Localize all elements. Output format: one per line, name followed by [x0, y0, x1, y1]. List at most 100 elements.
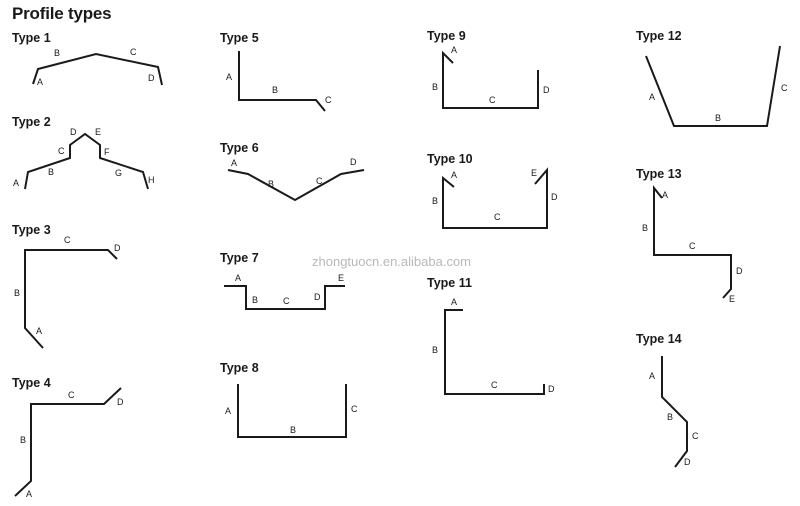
segment-label: B [14, 288, 20, 298]
segment-label: A [225, 406, 231, 416]
segment-label: E [338, 273, 344, 283]
segment-label: A [26, 489, 32, 499]
profile-type-1: Type 1 A B C D [12, 31, 163, 87]
profile-type-2: Type 2 A B C D E F G H [12, 115, 155, 190]
page-title: Profile types [12, 4, 112, 23]
profile-shape [14, 387, 122, 497]
profile-shape [237, 384, 347, 438]
segment-label: A [451, 170, 457, 180]
segment-label: A [231, 158, 237, 168]
profile-title: Type 14 [636, 332, 682, 346]
segment-label: C [351, 404, 358, 414]
segment-label: B [252, 295, 258, 305]
profile-shape [645, 45, 781, 127]
profile-type-7: Type 7 A B C D E [220, 251, 345, 310]
profile-title: Type 13 [636, 167, 682, 181]
segment-label: D [551, 192, 558, 202]
profile-shape [442, 167, 548, 229]
profile-title: Type 5 [220, 31, 259, 45]
segment-label: E [95, 127, 101, 137]
segment-label: D [148, 73, 155, 83]
segment-label: B [290, 425, 296, 435]
profile-type-3: Type 3 A B C D [12, 223, 121, 349]
profile-shape [238, 51, 326, 112]
profile-title: Type 4 [12, 376, 51, 390]
segment-label: A [37, 77, 43, 87]
segment-label: B [642, 223, 648, 233]
profile-shape [24, 132, 149, 190]
segment-label: C [325, 95, 332, 105]
segment-label: F [104, 147, 110, 157]
segment-label: B [432, 196, 438, 206]
profile-shape [227, 169, 365, 202]
segment-label: A [649, 92, 655, 102]
segment-label: C [283, 296, 290, 306]
profile-shape [32, 52, 163, 86]
segment-label: B [48, 167, 54, 177]
segment-label: C [316, 176, 323, 186]
segment-label: D [117, 397, 124, 407]
segment-label: C [130, 47, 137, 57]
segment-label: A [13, 178, 19, 188]
profile-shape [653, 185, 732, 299]
profile-title: Type 11 [427, 276, 472, 290]
profile-shape [24, 249, 118, 349]
profile-title: Type 10 [427, 152, 473, 166]
profile-shape [224, 285, 345, 310]
profile-title: Type 1 [12, 31, 51, 45]
profile-title: Type 9 [427, 29, 466, 43]
segment-label: C [58, 146, 65, 156]
segment-label: B [715, 113, 721, 123]
segment-label: A [451, 297, 457, 307]
segment-label: B [268, 179, 274, 189]
segment-label: C [494, 212, 501, 222]
profile-title: Type 8 [220, 361, 259, 375]
segment-label: D [350, 157, 357, 167]
segment-label: C [491, 380, 498, 390]
segment-label: B [272, 85, 278, 95]
profile-type-10: Type 10 A B C D E [427, 152, 558, 229]
profile-title: Type 12 [636, 29, 682, 43]
segment-label: D [314, 292, 321, 302]
profile-type-12: Type 12 A B C [636, 29, 788, 127]
segment-label: D [684, 457, 691, 467]
segment-label: C [689, 241, 696, 251]
segment-label: C [68, 390, 75, 400]
segment-label: B [432, 345, 438, 355]
segment-label: C [781, 83, 788, 93]
segment-label: B [20, 435, 26, 445]
segment-label: H [148, 175, 155, 185]
watermark: zhongtuocn.en.alibaba.com [312, 254, 471, 269]
segment-label: A [235, 273, 241, 283]
segment-label: D [114, 243, 121, 253]
profile-title: Type 2 [12, 115, 51, 129]
profile-type-13: Type 13 A B C D E [636, 167, 743, 304]
segment-label: A [662, 190, 668, 200]
segment-label: D [548, 384, 555, 394]
profile-type-6: Type 6 A B C D [220, 141, 365, 202]
profile-type-11: Type 11 A B C D [427, 276, 555, 395]
profile-title: Type 3 [12, 223, 51, 237]
segment-label: B [667, 412, 673, 422]
segment-label: C [692, 431, 699, 441]
segment-label: B [54, 48, 60, 58]
segment-label: C [489, 95, 496, 105]
segment-label: A [451, 45, 457, 55]
segment-label: E [531, 168, 537, 178]
profile-type-8: Type 8 A B C [220, 361, 358, 438]
segment-label: C [64, 235, 71, 245]
segment-label: A [649, 371, 655, 381]
segment-label: A [226, 72, 232, 82]
segment-label: A [36, 326, 42, 336]
profile-shape [444, 309, 545, 395]
segment-label: E [729, 294, 735, 304]
profile-type-5: Type 5 A B C [220, 31, 332, 112]
profile-type-9: Type 9 A B C D [427, 29, 550, 109]
segment-label: D [736, 266, 743, 276]
profile-type-4: Type 4 A B C D [12, 376, 124, 499]
segment-label: B [432, 82, 438, 92]
segment-label: D [70, 127, 77, 137]
profile-title: Type 7 [220, 251, 259, 265]
segment-label: G [115, 168, 122, 178]
